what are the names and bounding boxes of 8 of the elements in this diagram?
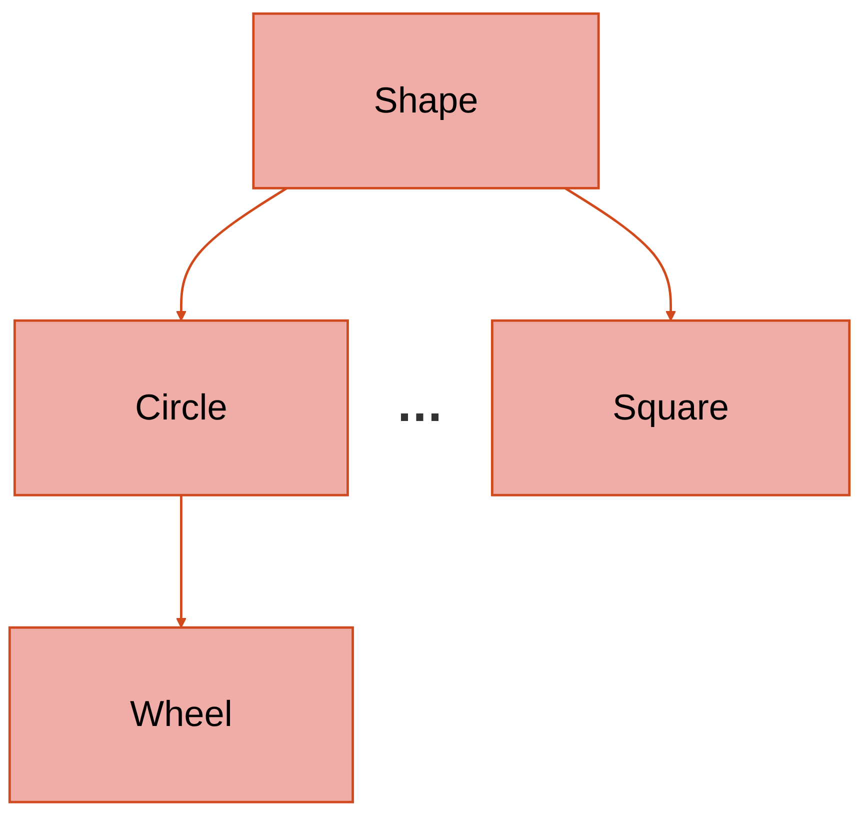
arrow [564,187,676,322]
node-box [13,320,349,496]
node-box [8,626,354,804]
node-box [252,12,600,190]
arrow [176,495,186,628]
ellipsis-text: ... [396,384,443,431]
node-box [490,320,851,496]
arrow [176,187,288,322]
